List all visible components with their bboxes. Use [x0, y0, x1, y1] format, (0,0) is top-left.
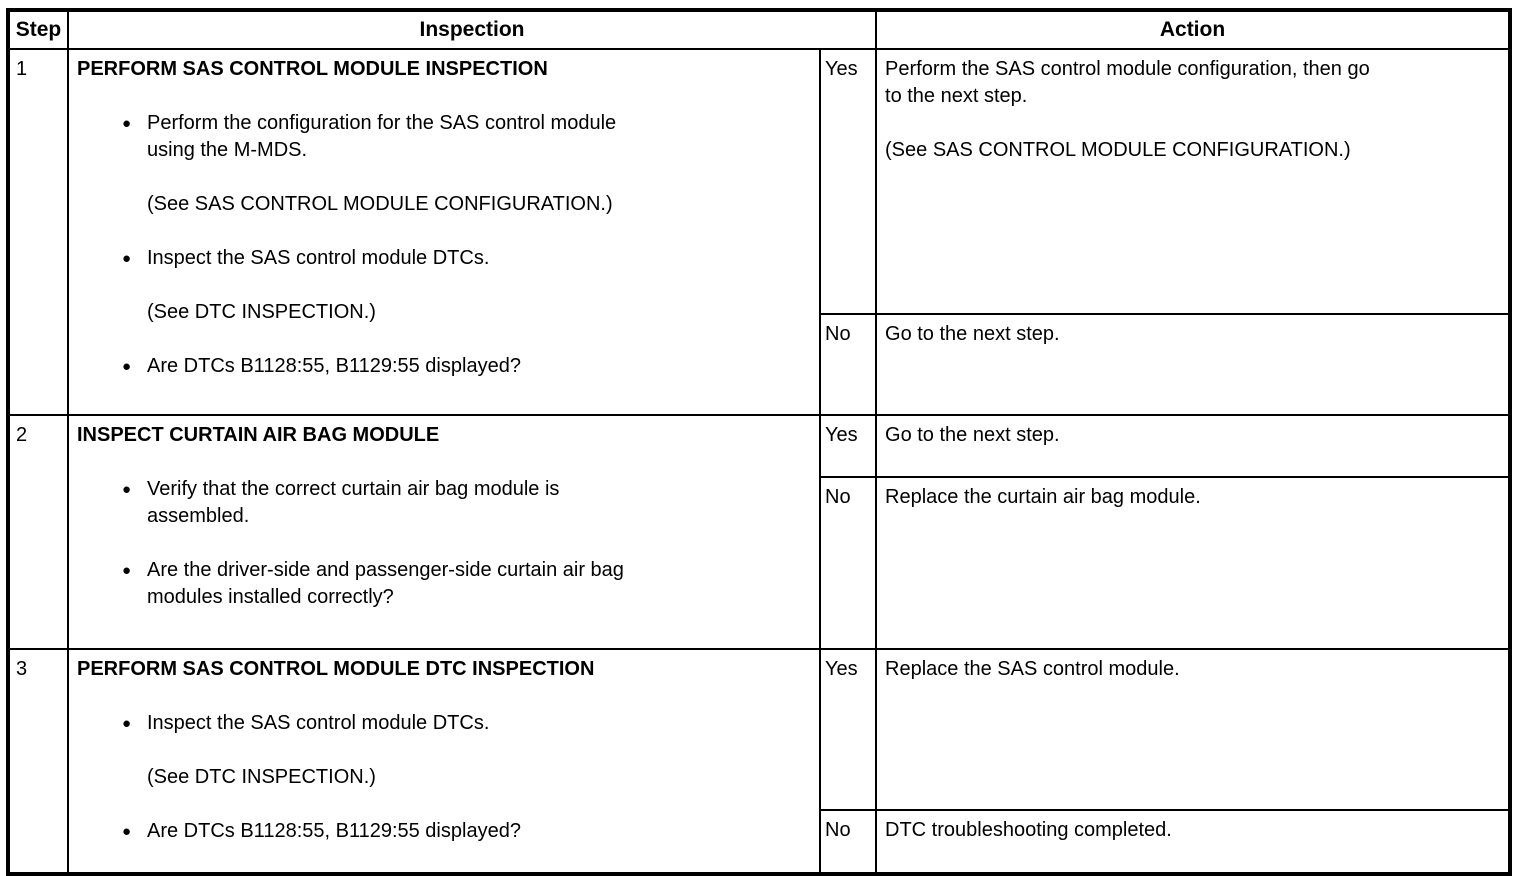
inspection-title: PERFORM SAS CONTROL MODULE INSPECTION: [77, 58, 548, 80]
bullet-icon: ●: [122, 358, 132, 375]
inspection-bullet-item: ● Verify that the correct curtain air bag…: [77, 476, 811, 530]
result-no-cell: No: [818, 809, 878, 875]
action-no-cell: DTC troubleshooting completed.: [875, 809, 1512, 875]
action-paragraph: Replace the curtain air bag module.: [885, 486, 1201, 508]
inspection-note-item: (See DTC INSPECTION.): [77, 299, 811, 326]
bullet-icon: ●: [122, 562, 132, 579]
bullet-icon: ●: [122, 250, 132, 267]
step-number-cell: 3: [7, 648, 69, 875]
inspection-bullet-item: ● Inspect the SAS control module DTCs.: [77, 245, 811, 272]
step-row: 3 PERFORM SAS CONTROL MODULE DTC INSPECTI…: [7, 647, 1512, 875]
result-yes-cell: Yes: [818, 414, 878, 478]
action-paragraph: Perform the SAS control module configura…: [885, 58, 1370, 107]
bullet-icon: ●: [122, 823, 132, 840]
step-number-cell: 1: [7, 48, 69, 416]
action-paragraph: DTC troubleshooting completed.: [885, 819, 1172, 842]
result-yes-cell: Yes: [818, 647, 878, 812]
inspection-cell: PERFORM SAS CONTROL MODULE INSPECTION ● Pe…: [67, 48, 821, 416]
inspection-cell: PERFORM SAS CONTROL MODULE DTC INSPECTIO…: [67, 648, 821, 875]
inspection-item-text: (See DTC INSPECTION.): [147, 766, 376, 788]
action-paragraph: Replace the SAS control module.: [885, 658, 1180, 680]
bullet-icon: ●: [122, 715, 132, 732]
bullet-icon: ●: [122, 115, 132, 132]
inspection-item-text: Inspect the SAS control module DTCs.: [147, 712, 490, 734]
result-no-cell: No: [818, 313, 878, 416]
inspection-title: PERFORM SAS CONTROL MODULE DTC INSPECTIO…: [77, 658, 595, 680]
inspection-bullet-item: ● Are DTCs B1128:55, B1129:55 displayed?: [77, 818, 811, 845]
step-subrow: No Go to the next step.: [8, 313, 1512, 416]
action-yes-cell: Perform the SAS control module configura…: [875, 48, 1512, 315]
header-row: Step Inspection Action: [7, 9, 1512, 50]
inspection-item-text: Inspect the SAS control module DTCs.: [147, 247, 490, 269]
inspection-bullet-item: ● Perform the configuration for the SAS c…: [77, 110, 811, 164]
header-inspection: Inspection: [66, 9, 878, 50]
action-yes-cell: Go to the next step.: [875, 414, 1512, 478]
inspection-bullet-item: ● Inspect the SAS control module DTCs.: [77, 710, 811, 737]
action-yes-cell: Replace the SAS control module.: [875, 647, 1512, 812]
inspection-item-text: (See DTC INSPECTION.): [147, 301, 376, 323]
inspection-item-text: Are DTCs B1128:55, B1129:55 displayed?: [147, 820, 521, 842]
inspection-title: INSPECT CURTAIN AIR BAG MODULE: [77, 424, 440, 446]
result-yes-cell: Yes: [818, 48, 878, 315]
inspection-bullet-item: ● Are DTCs B1128:55, B1129:55 displayed?: [77, 353, 811, 380]
bullet-icon: ●: [122, 481, 132, 498]
step-number-cell: 2: [7, 414, 69, 650]
action-no-cell: Replace the curtain air bag module.: [875, 476, 1512, 650]
action-no-cell: Go to the next step.: [875, 313, 1512, 416]
inspection-bullet-item: ● Are the driver-side and passenger-side …: [77, 557, 811, 611]
inspection-item-text: Are DTCs B1128:55, B1129:55 displayed?: [147, 355, 521, 377]
inspection-item-text: (See SAS CONTROL MODULE CONFIGURATION.): [147, 193, 613, 215]
action-paragraph: Go to the next step.: [885, 323, 1060, 345]
step-subrow: No Replace the curtain air bag module.: [8, 476, 1512, 650]
inspection-item-text: Are the driver-side and passenger-side c…: [147, 559, 624, 608]
inspection-item-text: Perform the configuration for the SAS co…: [147, 112, 617, 161]
header-action: Action: [875, 9, 1512, 50]
action-paragraph: Go to the next step.: [885, 424, 1060, 446]
result-no-cell: No: [818, 476, 878, 650]
action-paragraph: (See SAS CONTROL MODULE CONFIGURATION.): [885, 139, 1351, 161]
inspection-note-item: (See SAS CONTROL MODULE CONFIGURATION.): [77, 191, 811, 218]
header-step: Step: [7, 9, 69, 50]
inspection-item-text: Verify that the correct curtain air bag …: [147, 478, 560, 527]
inspection-cell: INSPECT CURTAIN AIR BAG MODULE ● Verify th…: [67, 414, 821, 650]
step-row: 2 INSPECT CURTAIN AIR BAG MODULE ● Verify t…: [7, 414, 1512, 650]
inspection-note-item: (See DTC INSPECTION.): [77, 764, 811, 791]
